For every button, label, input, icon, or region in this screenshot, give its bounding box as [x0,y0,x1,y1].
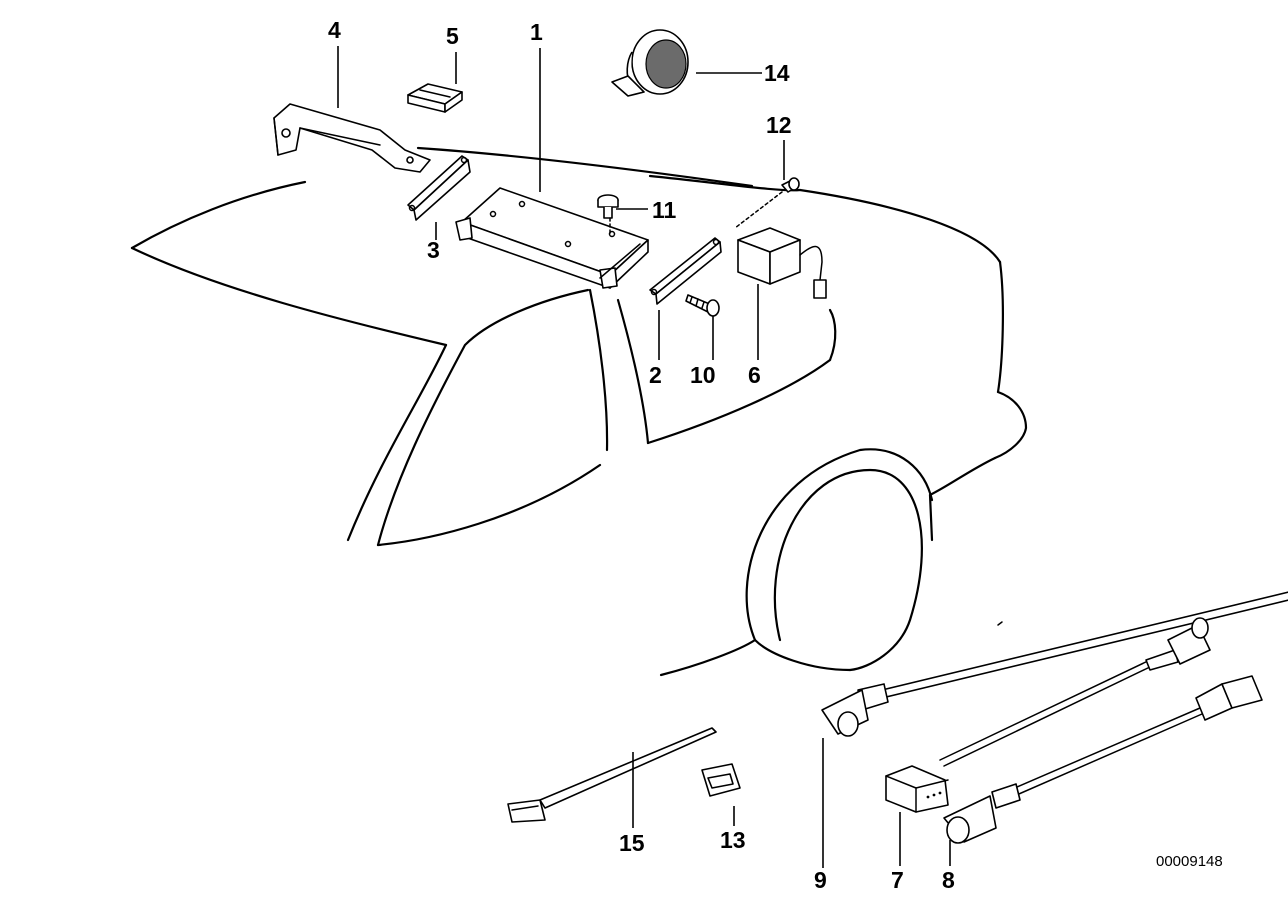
bracket-part-4 [273,103,431,173]
callout-12: 12 [766,112,792,138]
cable-part-7 [885,617,1211,813]
callout-7: 7 [891,867,904,893]
callout-8: 8 [942,867,955,893]
car-body-outline [130,146,1028,677]
callout-2: 2 [649,362,662,388]
bolt-part-11 [597,194,619,237]
callout-3: 3 [427,237,440,263]
screw-part-10 [685,294,720,317]
rail-part-3 [407,155,471,221]
cable-tie-part-15 [507,727,717,823]
callout-5: 5 [446,23,459,49]
bolt-part-12 [734,177,800,229]
rail-part-2 [649,237,722,305]
callout-6: 6 [748,362,761,388]
callout-13: 13 [720,827,746,853]
drawing-number: 00009148 [1156,853,1223,870]
clip-part-5 [407,83,463,113]
callout-labels: 1 2 3 4 5 6 7 8 9 10 11 12 13 14 15 0000… [328,17,1223,893]
cable-part-9 [821,591,1288,737]
cable-part-8 [943,675,1263,844]
callout-14: 14 [764,60,790,86]
callout-9: 9 [814,867,827,893]
control-unit-part-6 [737,227,827,299]
mounting-plate-part-1 [455,187,649,289]
callout-10: 10 [690,362,716,388]
clip-part-13 [701,763,741,797]
callout-1: 1 [530,19,543,45]
callout-15: 15 [619,830,645,856]
speaker-part-14 [611,29,689,97]
callout-4: 4 [328,17,341,43]
leader-lines [337,46,951,868]
callout-11: 11 [652,197,677,223]
